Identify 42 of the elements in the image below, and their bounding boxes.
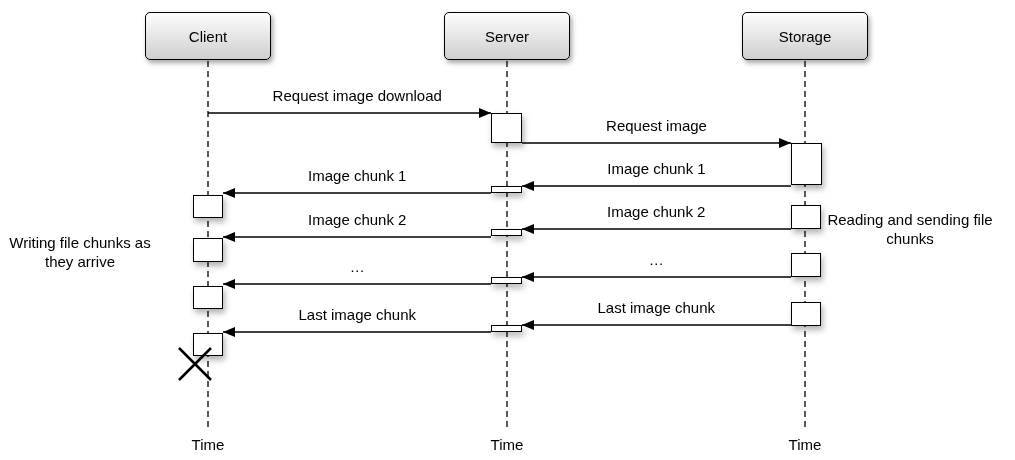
activation-bar [791, 302, 821, 326]
activation-bar [193, 286, 223, 309]
message-label: Request image [604, 117, 709, 136]
participant-box [145, 12, 271, 60]
message-arrow [521, 224, 792, 234]
note-text: Reading and sending file chunks [826, 211, 994, 249]
message-label: Last image chunk [296, 306, 419, 325]
message-label: Image chunk 2 [605, 203, 708, 222]
message-label: Image chunk 2 [306, 211, 409, 230]
activation-bar [193, 195, 223, 218]
message-arrow [207, 108, 492, 118]
participant-box [742, 12, 868, 60]
time-axis-label: Time [788, 436, 822, 455]
activation-bar [491, 325, 522, 332]
message-arrow [521, 272, 792, 282]
participant-name: Server [484, 27, 530, 45]
time-axis-label: Time [490, 436, 524, 455]
participant-name: Storage [778, 27, 832, 45]
activation-bar [491, 113, 522, 143]
activation-bar [791, 205, 821, 229]
message-arrow [222, 188, 492, 198]
message-label: Last image chunk [595, 299, 718, 318]
message-arrow [521, 181, 792, 191]
activation-bar [491, 277, 522, 284]
message-arrow [521, 320, 792, 330]
message-arrow [222, 232, 492, 242]
message-arrow [521, 138, 792, 148]
note-text: Writing file chunks as they arrive [8, 234, 152, 272]
message-arrow [222, 327, 492, 337]
activation-bar [491, 186, 522, 193]
participant-name: Client [188, 27, 228, 45]
time-axis-label: Time [191, 436, 225, 455]
activation-bar [193, 333, 223, 356]
activation-bar [491, 229, 522, 236]
participant-box [444, 12, 570, 60]
activation-bar [791, 143, 822, 185]
message-label: Image chunk 1 [605, 160, 708, 179]
activation-bar [193, 238, 223, 262]
message-arrow [222, 279, 492, 289]
message-label: Image chunk 1 [306, 167, 409, 186]
message-label: Request image download [270, 87, 444, 106]
activation-bar [791, 253, 821, 277]
